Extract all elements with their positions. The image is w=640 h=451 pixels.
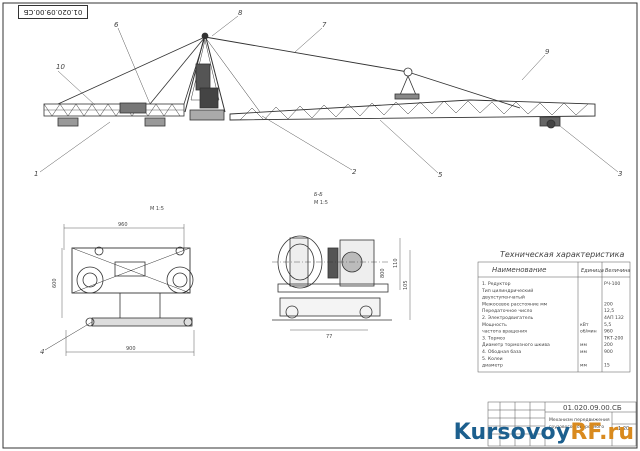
- section-scale-label: М 1:5: [314, 200, 328, 206]
- tech-row-unit: мм: [580, 343, 587, 348]
- tech-table-header-unit: Единица: [581, 268, 604, 274]
- plan-view: [44, 224, 195, 356]
- dim-section-height2: 105: [403, 280, 409, 290]
- tech-row-value: 5,5: [604, 322, 611, 328]
- watermark-left: Kursovoy: [453, 419, 571, 445]
- stamp-code: 01.020.09.00.СБ: [563, 404, 622, 412]
- counter-jib-tie-b: [149, 36, 206, 105]
- callout-leaders: [39, 15, 619, 174]
- tech-table: Техническая характеристика Наименование …: [481, 250, 631, 369]
- stamp-scale: 1:20: [618, 426, 629, 432]
- section-view: [272, 235, 411, 331]
- stamp-title-2: грузового поворотного: [549, 425, 604, 430]
- main-jib-truss: [229, 99, 596, 129]
- tech-row-unit: мм: [580, 350, 587, 355]
- watermark-right: RF.ru: [570, 419, 634, 445]
- tech-row-value: 200: [604, 301, 613, 307]
- view-labels: М 1:5 Б-Б М 1:5: [150, 192, 328, 212]
- tech-row-value: 4АП 132: [604, 315, 624, 321]
- counter-jib-tie-a: [57, 36, 206, 105]
- tech-row-value: 12,5: [604, 308, 614, 314]
- tech-row-unit: об/мин: [580, 329, 597, 335]
- crane-elevation: [43, 32, 596, 129]
- tech-table-grid: [477, 261, 631, 373]
- hook-block: [394, 67, 420, 100]
- rotated-sheet-code: 01.020.09.00.СБ: [18, 5, 88, 19]
- dim-section-h3: 800: [380, 268, 386, 278]
- dim-section-height: 110: [393, 258, 399, 268]
- title-block: 01.020.09.00.СБ Механизм передвижения гр…: [549, 404, 629, 432]
- callout-10: 10: [56, 63, 65, 71]
- tech-row-name: диаметр: [482, 364, 503, 369]
- callout-labels: 10 6 8 7 9 1 2 5 3 4: [34, 9, 622, 356]
- dimension-labels: 960 900 600 77 110 105 800: [52, 222, 409, 352]
- callout-7: 7: [322, 21, 327, 29]
- dim-plan-bottom: 900: [126, 346, 136, 352]
- tech-row-name: 4. Ободная база: [482, 349, 521, 355]
- callout-6: 6: [114, 21, 119, 29]
- tech-row-unit: мм: [580, 364, 587, 369]
- plan-scale-label: М 1:5: [150, 206, 164, 212]
- tech-row-name: двухступенчатый: [482, 294, 525, 301]
- tech-row-value: 960: [604, 329, 613, 335]
- callout-8: 8: [238, 9, 243, 17]
- tech-table-title: Техническая характеристика: [500, 250, 625, 259]
- section-label: Б-Б: [314, 192, 323, 198]
- tech-table-header-value: Величина: [605, 268, 631, 274]
- callout-2: 2: [352, 168, 357, 176]
- callout-1: 1: [34, 170, 38, 178]
- tech-row-value: 15: [604, 363, 610, 369]
- title-block-grid: [487, 401, 637, 447]
- tech-row-name: Мощность: [482, 322, 507, 328]
- tech-row-name: частота вращения: [482, 330, 527, 335]
- tech-row-name: Межосевое расстояние мм: [482, 301, 548, 307]
- tech-row-name: Передаточное число: [482, 308, 532, 314]
- tech-row-name: 1. Редуктор: [482, 281, 511, 287]
- tech-row-value: ТКТ-200: [603, 335, 623, 341]
- callout-3: 3: [618, 170, 622, 178]
- dim-plan-height: 600: [52, 278, 58, 288]
- callout-5: 5: [438, 171, 443, 179]
- tech-row-name: Диаметр тормозного шкива: [482, 342, 550, 348]
- tech-row-name: 2. Электродвигатель: [482, 315, 534, 321]
- dim-section-width: 77: [326, 334, 332, 340]
- counter-jib-truss: [43, 102, 185, 127]
- tech-row-value: РЧ-100: [604, 281, 620, 287]
- tech-table-header-name: Наименование: [492, 266, 546, 274]
- tower-head: [184, 32, 226, 121]
- stamp-title-1: Механизм передвижения: [549, 417, 610, 423]
- tech-row-name: Тип цилиндрический: [481, 287, 533, 294]
- callout-4: 4: [40, 348, 44, 356]
- inner-pendant: [204, 36, 261, 113]
- callout-9: 9: [545, 48, 550, 56]
- dim-plan-top: 960: [118, 222, 128, 228]
- tech-row-unit: кВт: [580, 322, 589, 328]
- tech-row-name: 5. Колеи: [482, 356, 503, 362]
- tech-row-value: 200: [604, 342, 613, 348]
- tech-row-value: 900: [604, 349, 613, 355]
- jib-pendant: [204, 36, 409, 73]
- jib-pendant-outer: [407, 71, 521, 109]
- tech-row-name: 3. Тормоз: [482, 335, 506, 341]
